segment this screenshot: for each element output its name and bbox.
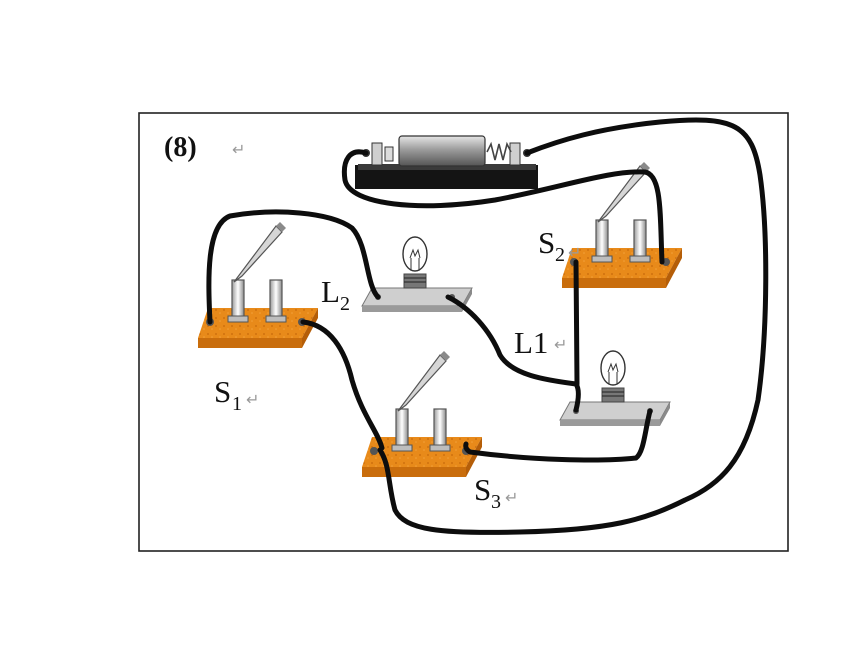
- figure-number: (8): [164, 132, 197, 163]
- return-mark: ↵: [568, 243, 581, 262]
- return-mark: ↵: [554, 335, 567, 354]
- wire-s2-l1: [573, 259, 580, 387]
- return-mark: ↵: [505, 488, 518, 507]
- wire-l2-l1: [445, 294, 581, 413]
- label-s2: S 2 ↵: [538, 225, 581, 266]
- wire-s1-l2: [206, 209, 381, 325]
- label-l1: L1 ↵: [514, 325, 567, 360]
- wire-s1-s3: [300, 319, 385, 451]
- label-s3-main: S: [474, 472, 491, 507]
- wire-battery-s2: [341, 149, 665, 265]
- label-s1-sub: 1: [232, 393, 242, 415]
- label-s1-main: S: [214, 374, 231, 409]
- label-s3: S 3 ↵: [474, 472, 518, 513]
- wire-battery-s3: [377, 117, 769, 535]
- label-s2-sub: 2: [555, 244, 565, 266]
- label-l2: L 2: [321, 274, 350, 315]
- label-l2-main: L: [321, 274, 340, 309]
- label-s3-sub: 3: [491, 491, 501, 513]
- label-l2-sub: 2: [340, 293, 350, 315]
- wire-l1-s3: [463, 408, 653, 463]
- wires: [206, 117, 769, 535]
- label-s1: S 1 ↵: [214, 374, 259, 415]
- return-mark: ↵: [232, 140, 245, 159]
- battery-icon: [355, 135, 538, 189]
- label-l1-text: L1: [514, 325, 548, 360]
- return-mark: ↵: [246, 390, 259, 409]
- label-s2-main: S: [538, 225, 555, 260]
